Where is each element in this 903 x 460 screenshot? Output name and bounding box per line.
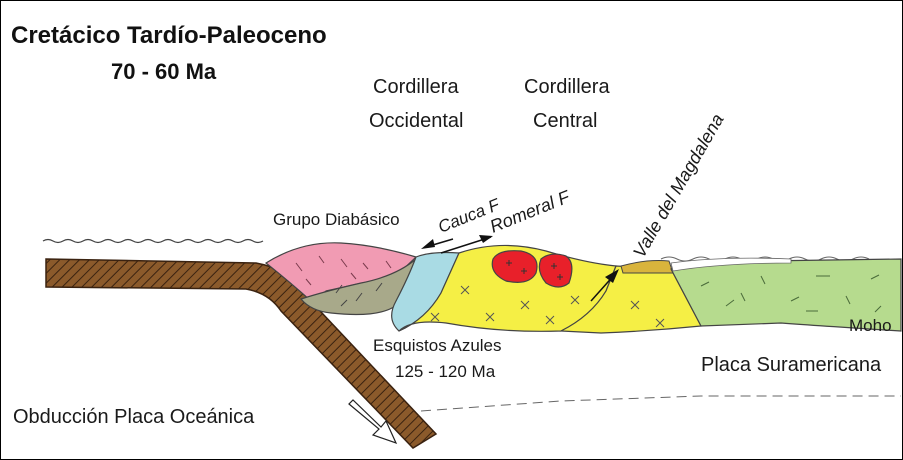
intrusion-1 bbox=[491, 250, 538, 283]
intrusion-plus bbox=[506, 260, 563, 280]
valle-magdalena-terrane bbox=[558, 265, 702, 334]
green-ticks bbox=[700, 274, 882, 313]
label-cordillera-central-2: Central bbox=[533, 110, 597, 132]
yellow-crosses bbox=[430, 285, 665, 328]
magdalena-thrust-arrowhead bbox=[605, 269, 619, 283]
magdalena-basin bbox=[620, 260, 674, 274]
diabase-ticks bbox=[295, 255, 392, 286]
label-valle-magdalena: Valle del Magdalena bbox=[629, 110, 728, 261]
label-cordillera-occidental-2: Occidental bbox=[369, 110, 464, 132]
title-line2: 70 - 60 Ma bbox=[111, 59, 217, 84]
title-line1: Cretácico Tardío-Paleoceno bbox=[11, 22, 327, 49]
coastal-sediment bbox=[670, 257, 792, 272]
romeral-fault-arrowhead bbox=[479, 235, 493, 243]
subduction-arrow bbox=[348, 399, 398, 445]
cauca-fault-arrowhead bbox=[421, 239, 435, 249]
label-esquistos-edad: 125 - 120 Ma bbox=[395, 362, 496, 381]
label-grupo-diabasico: Grupo Diabásico bbox=[273, 210, 400, 229]
label-cordillera-occidental-1: Cordillera bbox=[373, 76, 459, 98]
intrusion-2 bbox=[538, 253, 573, 288]
label-esquistos-azules: Esquistos Azules bbox=[373, 336, 502, 355]
sea-level-line bbox=[42, 238, 264, 244]
olive-ticks bbox=[335, 282, 383, 307]
label-cordillera-central-1: Cordillera bbox=[524, 76, 610, 98]
label-placa-suramericana: Placa Suramericana bbox=[701, 354, 882, 376]
sea-level-line-right bbox=[660, 256, 870, 262]
label-obduccion: Obducción Placa Oceánica bbox=[13, 406, 255, 428]
label-moho: Moho bbox=[849, 316, 892, 335]
moho-line bbox=[420, 395, 901, 412]
